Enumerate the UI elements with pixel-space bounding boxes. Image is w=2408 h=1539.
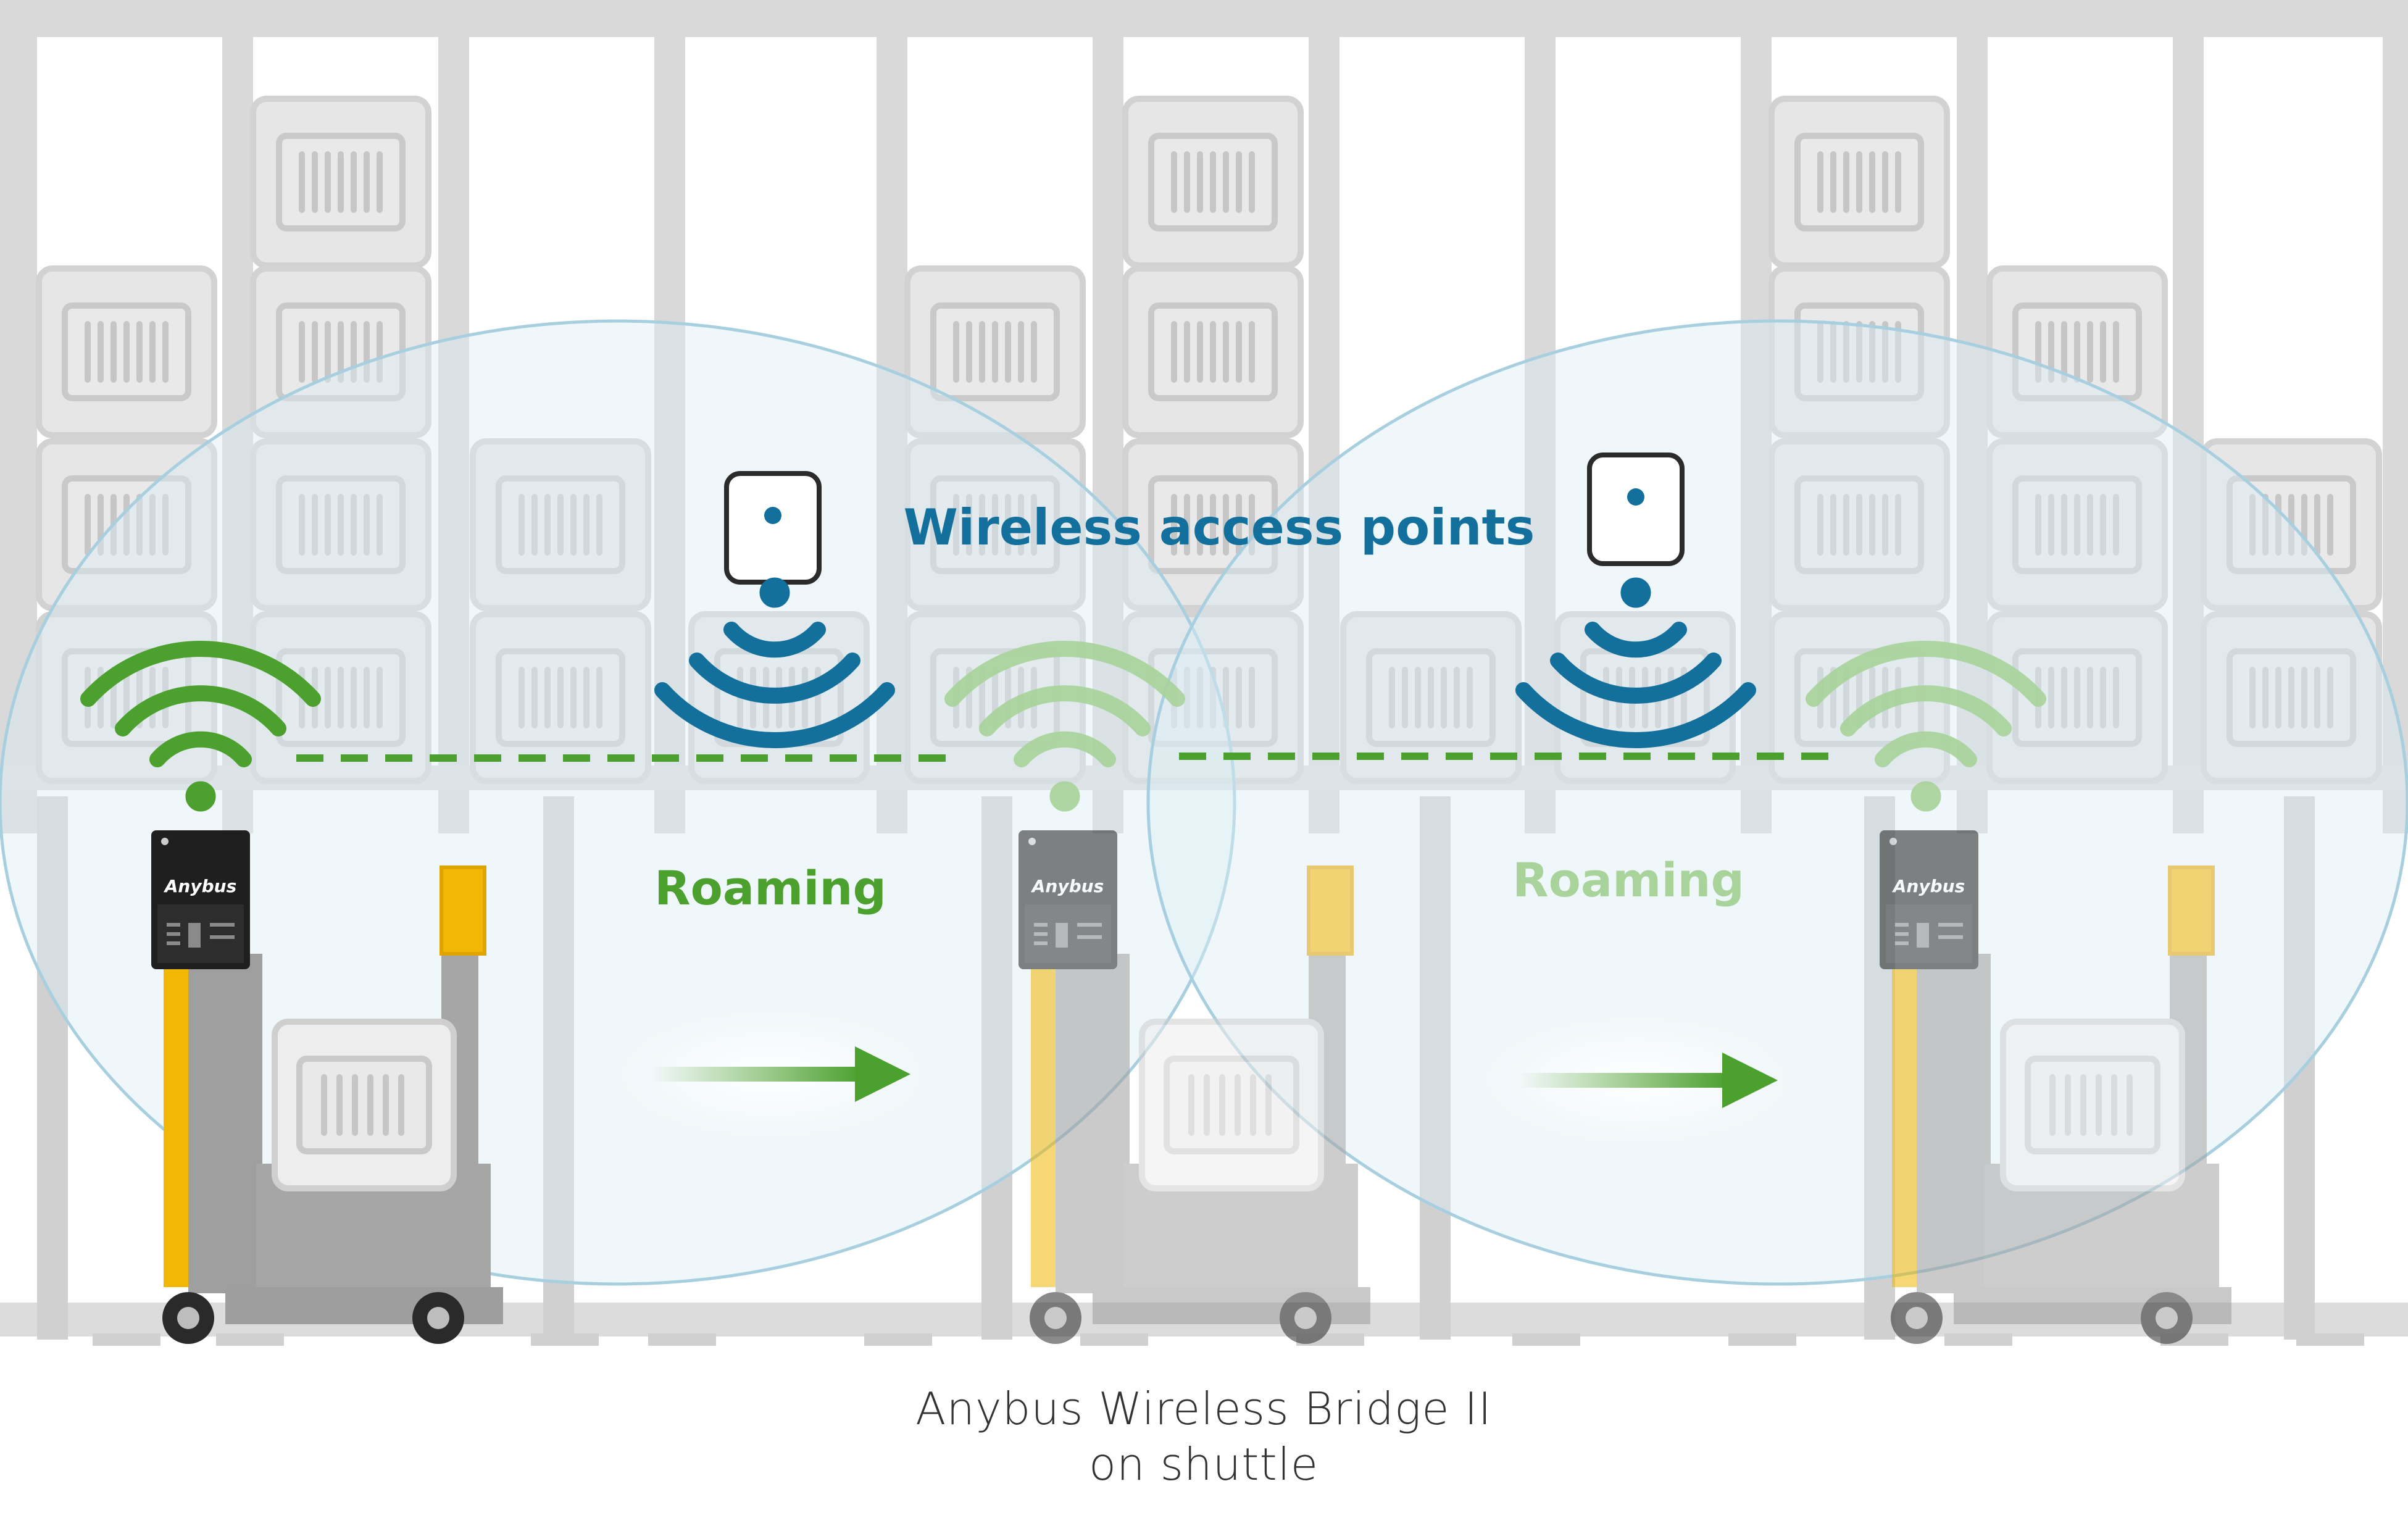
caption-device-location: on shuttle [1088,1438,1319,1490]
shuttle-active: Anybus [151,830,503,1344]
caption-device-name: Anybus Wireless Bridge II [915,1383,1492,1435]
access-points-label: Wireless access points [904,499,1535,556]
roaming-label-1: Roaming [654,861,886,915]
shuttle-faded-1: Anybus [1019,830,1370,1344]
device-logo: Anybus [164,876,237,896]
device-logo: Anybus [1892,876,1965,896]
arrow-right-icon [1475,1012,1796,1148]
arrow-right-icon [611,1006,932,1142]
wireless-access-point-icon [727,473,819,582]
roaming-label-2: Roaming [1512,853,1744,907]
shuttle-faded-2: Anybus [1880,830,2231,1344]
device-logo: Anybus [1031,876,1104,896]
wireless-access-point-icon [1589,455,1682,564]
